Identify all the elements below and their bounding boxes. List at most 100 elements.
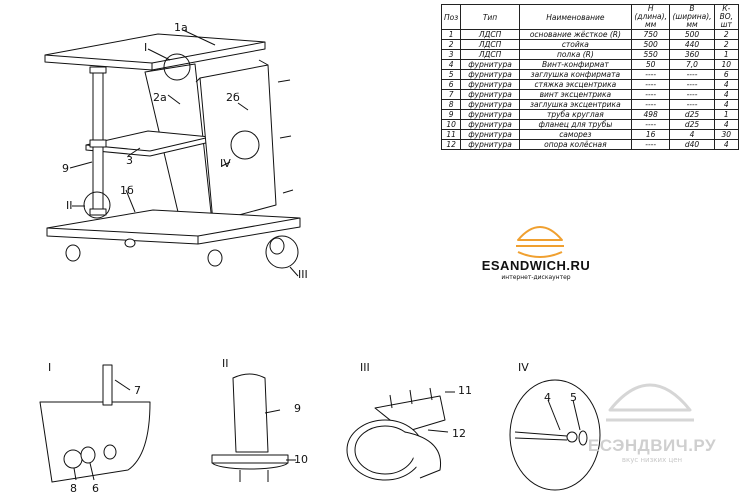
spec-cell: фурнитура — [460, 99, 520, 110]
brand-name: ESANDWICH.RU — [481, 258, 591, 273]
spec-cell: ---- — [669, 99, 715, 110]
label-2a: 2а — [153, 91, 167, 104]
detail-III — [346, 387, 455, 481]
watermark-name: ЕСЭНДВИЧ.РУ — [587, 436, 717, 455]
spec-cell: ---- — [630, 99, 671, 110]
spec-cell: 4 — [713, 119, 739, 130]
spec-cell: ---- — [669, 89, 715, 100]
label-2b: 2б — [226, 91, 240, 104]
label-9: 9 — [62, 162, 69, 175]
spec-cell: основание жёсткое (R) — [518, 29, 632, 40]
spec-cell: d25 — [669, 119, 715, 130]
spec-cell: ---- — [630, 79, 671, 90]
spec-cell: 6 — [713, 69, 739, 80]
spec-cell: ---- — [630, 89, 671, 100]
spec-cell: фланец для трубы — [518, 119, 632, 130]
spec-cell: 1 — [440, 29, 462, 40]
spec-cell: полка (R) — [518, 49, 632, 60]
spec-cell: 10 — [713, 59, 739, 70]
spec-cell: 2 — [713, 29, 739, 40]
watermark-tagline: вкус низких цен — [621, 456, 683, 464]
spec-cell: 750 — [630, 29, 671, 40]
spec-cell: 16 — [630, 129, 671, 140]
spec-cell: 1 — [713, 109, 739, 120]
spec-table: Поз Тип Наименование Н (длина), мм В (ши… — [440, 4, 739, 150]
spec-cell: фурнитура — [460, 119, 520, 130]
spec-cell: фурнитура — [460, 139, 520, 150]
detail-label-9: 9 — [294, 402, 301, 415]
spec-cell: 550 — [630, 49, 671, 60]
detail-label-10: 10 — [294, 453, 308, 466]
wheels — [65, 237, 285, 267]
brand-tagline: интернет-дискаунтер — [501, 274, 571, 281]
spec-cell: стойка — [518, 39, 632, 50]
spec-cell: 1 — [713, 49, 739, 60]
spec-cell: d25 — [669, 109, 715, 120]
spec-cell: заглушка конфирмата — [518, 69, 632, 80]
detail-I — [39, 364, 151, 483]
detail-label-6: 6 — [92, 482, 99, 495]
spec-cell: винт эксцентрика — [518, 89, 632, 100]
spec-cell: ЛДСП — [460, 29, 520, 40]
header-qty-text: К-ВО, шт — [719, 4, 733, 29]
spec-cell: 4 — [669, 129, 715, 140]
spec-cell: 2 — [713, 39, 739, 50]
spec-cell: ---- — [669, 69, 715, 80]
label-1a: 1а — [174, 21, 188, 34]
label-II: II — [66, 199, 73, 212]
spec-cell: 440 — [669, 39, 715, 50]
label-1b: 1б — [120, 184, 134, 197]
spec-cell: 30 — [713, 129, 739, 140]
spec-cell: 7,0 — [669, 59, 715, 70]
detail-label-12: 12 — [452, 427, 466, 440]
side-stand — [195, 59, 277, 223]
brand-block: ESANDWICH.RU интернет-дискаунтер — [481, 258, 591, 281]
detail-IV — [509, 379, 601, 491]
spec-cell: 6 — [440, 79, 462, 90]
spec-cell: 4 — [713, 89, 739, 100]
spec-cell: фурнитура — [460, 69, 520, 80]
spec-cell: 12 — [440, 139, 462, 150]
spec-cell: саморез — [518, 129, 632, 140]
detail-title-II: II — [222, 357, 229, 370]
spec-cell: ЛДСП — [460, 49, 520, 60]
spec-cell: ---- — [669, 79, 715, 90]
header-pos: Поз — [440, 4, 462, 30]
spec-cell: 4 — [713, 99, 739, 110]
spec-cell: 498 — [630, 109, 671, 120]
label-IV: IV — [220, 157, 231, 170]
spec-cell: ЛДСП — [460, 39, 520, 50]
spec-cell: труба круглая — [518, 109, 632, 120]
header-qty: К-ВО, шт — [713, 4, 739, 30]
spec-cell: 4 — [713, 79, 739, 90]
watermark: ЕСЭНДВИЧ.РУ вкус низких цен — [567, 374, 737, 464]
spec-cell: 11 — [440, 129, 462, 140]
header-width: В (ширина), мм — [669, 4, 715, 30]
spec-cell: 500 — [630, 39, 671, 50]
spec-cell: опора колёсная — [518, 139, 632, 150]
spec-cell: 10 — [440, 119, 462, 130]
bottom-panel — [46, 209, 301, 245]
spec-cell: фурнитура — [460, 79, 520, 90]
spec-cell: 50 — [630, 59, 671, 70]
header-length-text: Н (длина), мм — [634, 4, 667, 29]
label-III: III — [298, 268, 308, 281]
spec-cell: 3 — [440, 49, 462, 60]
header-length: Н (длина), мм — [630, 4, 671, 30]
spec-cell: фурнитура — [460, 109, 520, 120]
spec-cell: 4 — [440, 59, 462, 70]
spec-cell: ---- — [630, 69, 671, 80]
